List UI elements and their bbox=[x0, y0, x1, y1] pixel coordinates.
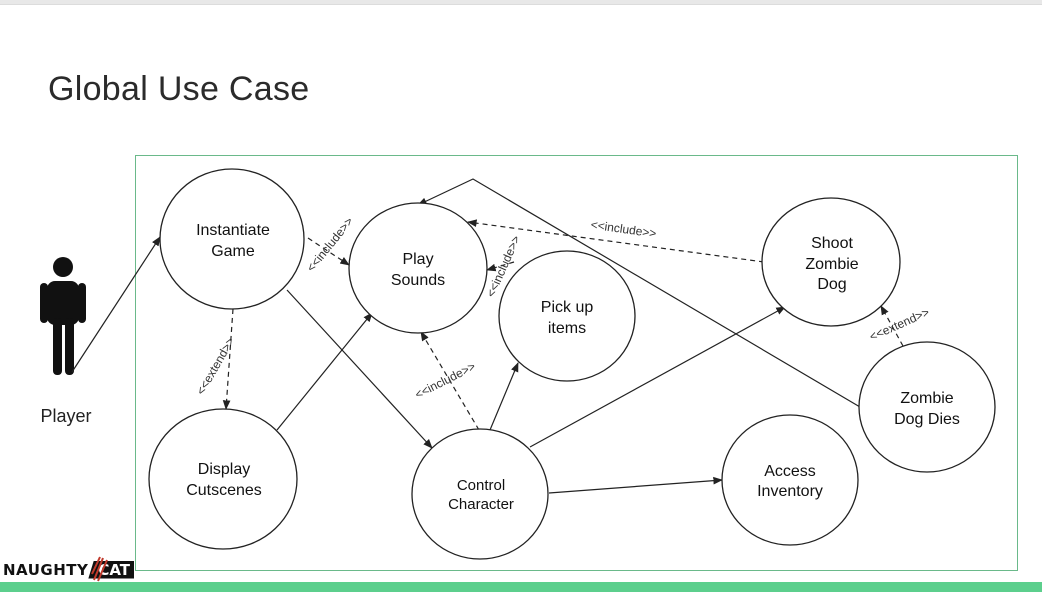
usecase-shoot-zombie-dog bbox=[761, 197, 901, 327]
label-include-instantiate-sounds: <<include>> bbox=[304, 214, 356, 274]
bottom-accent-bar bbox=[0, 582, 1042, 592]
slide-title: Global Use Case bbox=[48, 70, 310, 108]
include-pickup-sounds bbox=[486, 261, 515, 272]
label-sounds-line1: Play bbox=[402, 251, 433, 268]
label-extend-dies-shoot: <<extend>> bbox=[867, 305, 931, 344]
assoc-control-shoot bbox=[529, 306, 786, 448]
extend-dies-shoot bbox=[880, 305, 904, 347]
assoc-dies-sounds bbox=[417, 178, 861, 408]
logo-text-naughty: NAUGHTY bbox=[3, 560, 89, 579]
label-shoot-line2: Zombie bbox=[805, 256, 858, 273]
assoc-control-pickup bbox=[489, 362, 519, 431]
include-instantiate-sounds bbox=[307, 237, 350, 266]
label-pickup-line2: items bbox=[548, 320, 586, 337]
label-sounds-line2: Sounds bbox=[391, 272, 445, 289]
label-cutscenes-line2: Cutscenes bbox=[186, 482, 262, 499]
top-rule bbox=[0, 0, 1042, 5]
usecase-pick-up-items bbox=[498, 250, 636, 382]
label-dies-line2: Dog Dies bbox=[894, 411, 960, 428]
usecase-play-sounds bbox=[348, 202, 488, 334]
assoc-cutscenes-sounds bbox=[276, 312, 373, 431]
extend-instantiate-cutscenes bbox=[222, 308, 234, 410]
brand-logo: NAUGHTY CAT bbox=[3, 556, 135, 582]
label-inventory-line1: Access bbox=[764, 463, 816, 480]
usecase-control-character bbox=[411, 428, 549, 560]
label-control-line1: Control bbox=[457, 477, 505, 494]
label-include-shoot-sounds: <<include>> bbox=[590, 218, 657, 241]
claw-mark-icon bbox=[91, 556, 108, 582]
label-pickup-line1: Pick up bbox=[541, 299, 594, 316]
label-extend-instantiate-cutscenes: <<extend>> bbox=[193, 335, 237, 397]
label-instantiate-line1: Instantiate bbox=[196, 222, 270, 239]
assoc-instantiate-control bbox=[286, 289, 433, 449]
label-shoot-line1: Shoot bbox=[811, 235, 853, 252]
include-shoot-sounds bbox=[467, 219, 765, 263]
usecase-instantiate-game bbox=[159, 168, 305, 310]
label-include-control-sounds: <<include>> bbox=[413, 359, 478, 401]
assoc-control-inventory bbox=[548, 476, 723, 494]
label-control-line2: Character bbox=[448, 496, 514, 513]
person-icon bbox=[40, 257, 86, 375]
usecase-access-inventory bbox=[721, 414, 859, 546]
assoc-player-instantiate bbox=[71, 236, 161, 373]
actor-label: Player bbox=[40, 406, 91, 426]
label-instantiate-line2: Game bbox=[211, 243, 255, 260]
label-shoot-line3: Dog bbox=[817, 276, 846, 293]
label-inventory-line2: Inventory bbox=[757, 483, 823, 500]
usecase-zombie-dog-dies bbox=[858, 341, 996, 473]
usecase-display-cutscenes bbox=[148, 408, 298, 550]
label-dies-line1: Zombie bbox=[900, 390, 953, 407]
include-control-sounds bbox=[420, 331, 480, 431]
system-boundary bbox=[135, 155, 1018, 571]
label-cutscenes-line1: Display bbox=[198, 461, 250, 478]
